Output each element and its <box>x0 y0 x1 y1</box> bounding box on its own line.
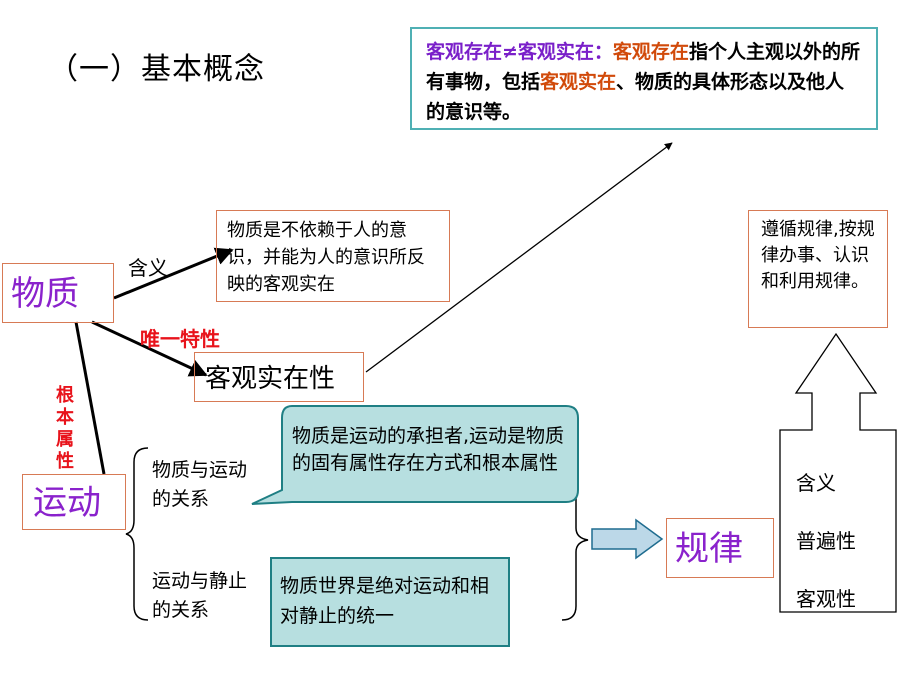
matter-definition-box: 物质是不依赖于人的意识，并能为人的意识所反映的客观实在 <box>216 210 450 302</box>
law-point-universality: 普遍性 <box>796 529 856 553</box>
line-fundamental-attribute <box>74 321 106 475</box>
callout-bubble <box>251 405 579 505</box>
node-matter: 物质 <box>2 263 114 323</box>
definition-body: 指个人主观以外的所有事物，包括 <box>426 41 860 93</box>
absolute-relative-box: 物质世界是绝对运动和相对静止的统一 <box>270 557 510 647</box>
law-point-meaning: 含义 <box>796 471 836 495</box>
arrow-to-definition <box>365 142 673 373</box>
node-objective-reality: 客观实在性 <box>194 352 364 402</box>
term-objective-reality: 客观实在 <box>540 71 617 93</box>
up-arrow-box <box>779 332 897 613</box>
label-fundamental-attribute: 根本属性 <box>56 385 74 472</box>
callout-text: 物质是运动的承担者,运动是物质的固有属性存在方式和根本属性 <box>292 425 565 474</box>
label-meaning: 含义 <box>128 256 168 280</box>
page-title: （一）基本概念 <box>48 52 265 87</box>
node-motion: 运动 <box>22 474 126 530</box>
label-only-property: 唯一特性 <box>140 327 220 351</box>
left-brace <box>125 447 149 621</box>
relation-matter-motion: 物质与运动的关系 <box>152 459 248 510</box>
block-arrow-to-law <box>591 518 664 560</box>
follow-law-box: 遵循规律,按规律办事、认识和利用规律。 <box>748 210 888 328</box>
relation-motion-rest: 运动与静止的关系 <box>152 570 248 621</box>
arrow-only-property <box>91 320 208 377</box>
definition-box: 客观存在≠客观实在：客观存在指个人主观以外的所有事物，包括客观实在、物质的具体形… <box>410 27 878 130</box>
definition-heading: 客观存在≠客观实在： <box>426 41 613 63</box>
arrow-meaning <box>113 247 234 300</box>
term-objective-existence: 客观存在 <box>612 41 689 63</box>
node-law: 规律 <box>666 518 774 578</box>
definition-tail: 、物质的具体形态以及他人的意识等。 <box>426 71 845 123</box>
law-points: 含义 普遍性 客观性 <box>796 454 856 628</box>
law-point-objectivity: 客观性 <box>796 587 856 611</box>
